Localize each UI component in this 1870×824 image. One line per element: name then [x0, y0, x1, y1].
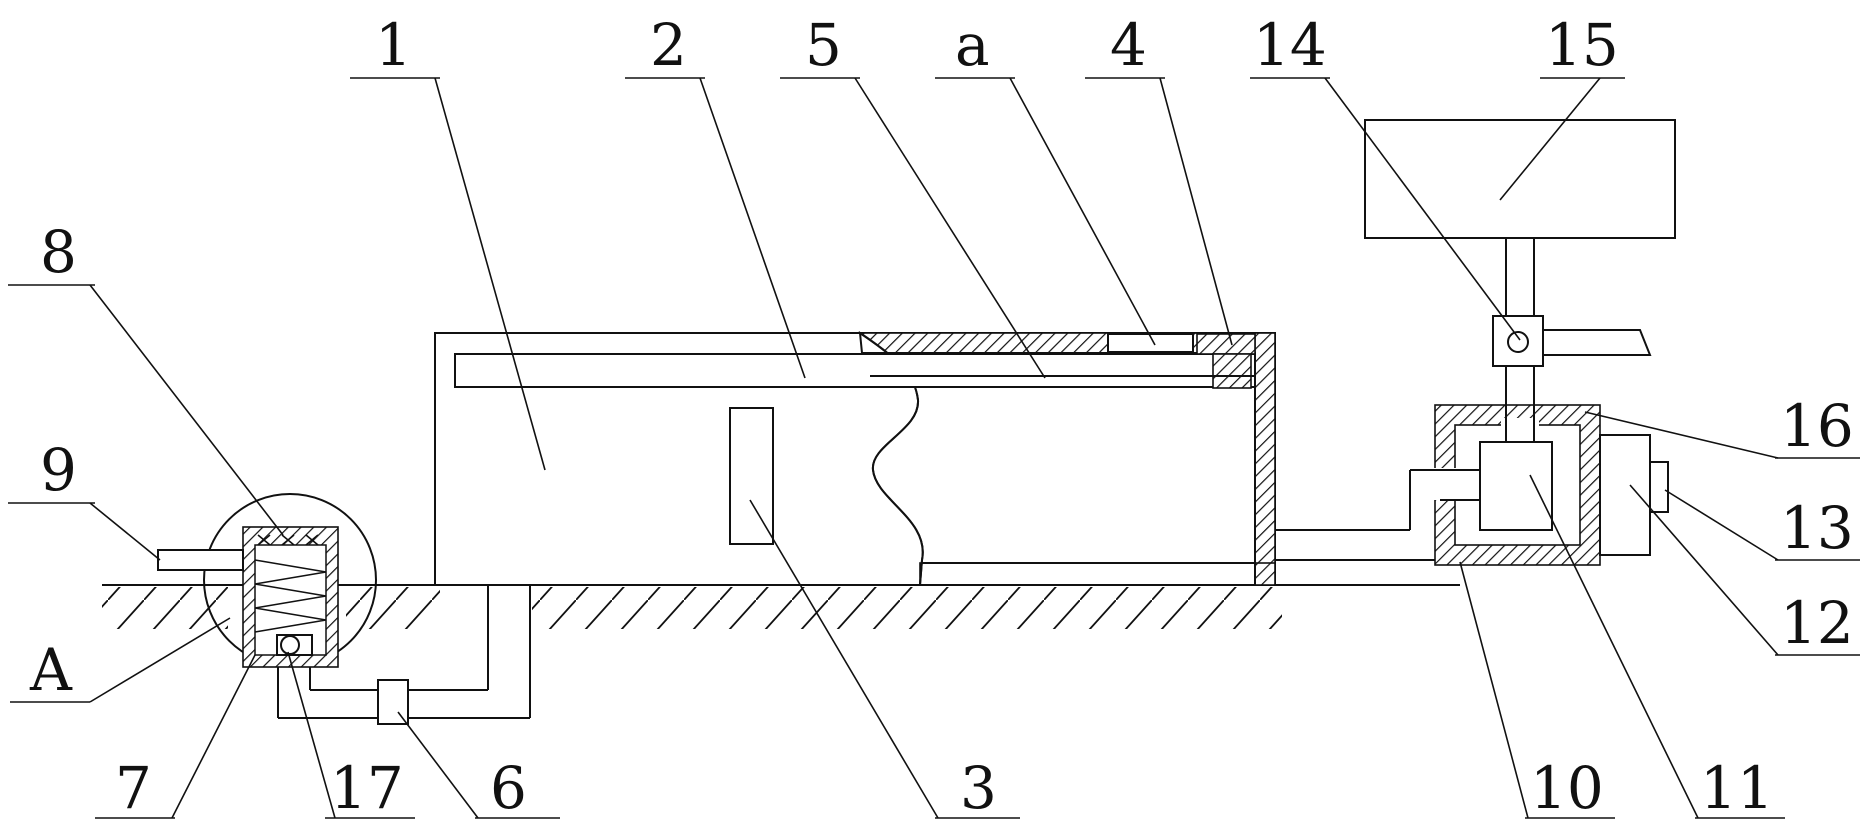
label-3: 3: [960, 754, 997, 822]
label-1: 1: [375, 11, 412, 79]
leader-lines: [8, 77, 1860, 819]
label-10: 10: [1530, 754, 1604, 822]
label-A: A: [29, 636, 73, 704]
drain-pipe: [277, 585, 531, 725]
label-7: 7: [115, 754, 152, 822]
label-5: 5: [805, 11, 842, 79]
label-11: 11: [1700, 754, 1774, 822]
label-8: 8: [40, 218, 77, 286]
label-12: 12: [1780, 589, 1854, 657]
detail-A: [157, 493, 377, 668]
viewing-window: [729, 407, 774, 545]
shaft-assembly: [1364, 119, 1676, 442]
outlet-pipe: [1275, 469, 1441, 561]
label-a: a: [955, 11, 990, 79]
label-6: 6: [490, 754, 527, 822]
labels: 1 2 5 a 4 14 15 8 9 A 7 17 6 3 10 11 12 …: [29, 11, 1854, 822]
label-14: 14: [1253, 11, 1327, 79]
label-2: 2: [650, 11, 687, 79]
label-13: 13: [1780, 494, 1854, 562]
label-15: 15: [1545, 11, 1619, 79]
rail-assembly: [454, 333, 1256, 389]
label-9: 9: [40, 436, 77, 504]
label-17: 17: [330, 754, 404, 822]
motor: [1599, 434, 1669, 556]
label-4: 4: [1110, 11, 1147, 79]
label-16: 16: [1780, 392, 1854, 460]
